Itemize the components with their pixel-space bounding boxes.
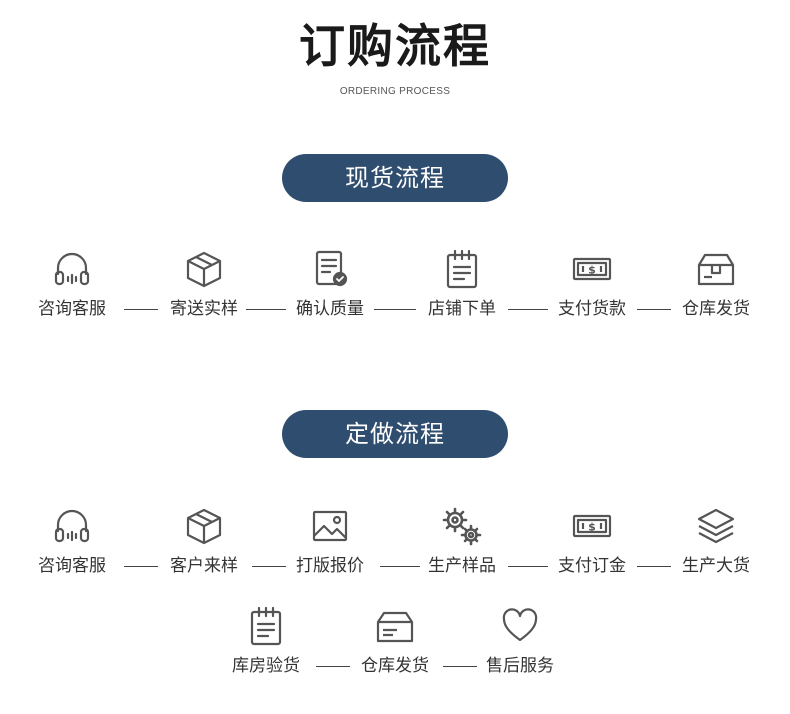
document-check-icon bbox=[309, 248, 351, 290]
image-icon bbox=[309, 505, 351, 547]
layers-icon bbox=[695, 505, 737, 547]
package-icon bbox=[374, 605, 416, 647]
custom-flow-pill: 定做流程 bbox=[282, 410, 508, 458]
svg-text:$: $ bbox=[588, 521, 596, 534]
box-icon bbox=[183, 248, 225, 290]
step-label: 店铺下单 bbox=[428, 299, 496, 319]
clipboard-icon bbox=[245, 605, 287, 647]
money-icon: $ bbox=[571, 505, 613, 547]
connector-line bbox=[252, 566, 286, 567]
step-label: 支付订金 bbox=[558, 556, 626, 576]
connector-line bbox=[443, 666, 477, 667]
clipboard-icon bbox=[441, 248, 483, 290]
money-icon: $ bbox=[571, 248, 613, 290]
connector-line bbox=[124, 566, 158, 567]
step-label: 售后服务 bbox=[486, 656, 554, 676]
connector-line bbox=[637, 566, 671, 567]
step-label: 仓库发货 bbox=[361, 656, 429, 676]
connector-line bbox=[124, 309, 158, 310]
connector-line bbox=[637, 309, 671, 310]
step-label: 寄送实样 bbox=[170, 299, 238, 319]
step-label: 咨询客服 bbox=[38, 299, 106, 319]
step-label: 仓库发货 bbox=[682, 299, 750, 319]
step-label: 确认质量 bbox=[296, 299, 364, 319]
headset-icon bbox=[51, 248, 93, 290]
connector-line bbox=[508, 566, 548, 567]
connector-line bbox=[380, 566, 420, 567]
step-label: 咨询客服 bbox=[38, 556, 106, 576]
page-title: 订购流程 bbox=[299, 19, 491, 73]
step-label: 打版报价 bbox=[296, 556, 364, 576]
connector-line bbox=[508, 309, 548, 310]
stock-flow-pill: 现货流程 bbox=[282, 154, 508, 202]
heart-icon bbox=[499, 605, 541, 647]
warehouse-box-icon bbox=[695, 248, 737, 290]
box-icon bbox=[183, 505, 225, 547]
svg-text:$: $ bbox=[588, 264, 596, 277]
page-subtitle: ORDERING PROCESS bbox=[339, 86, 451, 97]
gears-icon bbox=[441, 505, 483, 547]
step-label: 库房验货 bbox=[232, 656, 300, 676]
connector-line bbox=[374, 309, 416, 310]
step-label: 生产大货 bbox=[682, 556, 750, 576]
connector-line bbox=[316, 666, 350, 667]
headset-icon bbox=[51, 505, 93, 547]
step-label: 支付货款 bbox=[558, 299, 626, 319]
connector-line bbox=[246, 309, 286, 310]
step-label: 生产样品 bbox=[428, 556, 496, 576]
step-label: 客户来样 bbox=[170, 556, 238, 576]
